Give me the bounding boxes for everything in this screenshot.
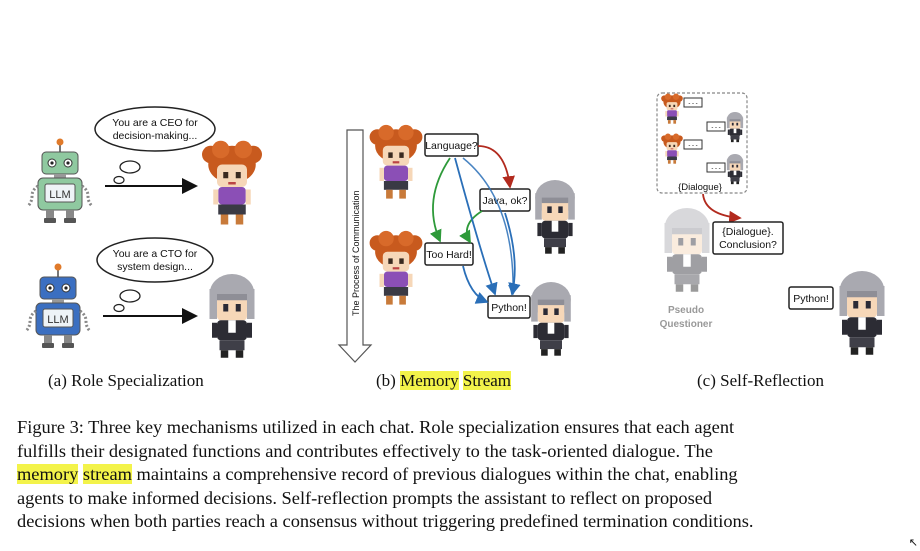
panel-c: - - - - - - - - - - - - {Dialogue} Pseud… bbox=[656, 92, 885, 355]
figure-caption: Figure 3: Three key mechanisms utilized … bbox=[17, 416, 910, 534]
assistant-agent-icon bbox=[839, 271, 885, 355]
caption-line-3: memory stream maintains a comprehensive … bbox=[17, 463, 910, 487]
arrow-green-2 bbox=[459, 210, 483, 244]
caption-b-memory: Memory bbox=[400, 371, 459, 390]
robot-label: LLM bbox=[49, 189, 70, 201]
reflection-arrow bbox=[702, 193, 742, 224]
process-arrow bbox=[337, 129, 373, 363]
panel-b: The Process of Communication Language? J… bbox=[337, 124, 575, 363]
robot-cto-icon: LLM bbox=[24, 262, 92, 350]
question-line2: Conclusion? bbox=[719, 239, 777, 251]
caption-b-stream: Stream bbox=[462, 371, 512, 390]
msg-language: Language? bbox=[424, 133, 479, 157]
bubble-cto-line1: You are a CTO for bbox=[113, 248, 198, 260]
boy-agent-top-icon bbox=[535, 180, 575, 254]
caption-memory: memory bbox=[17, 464, 79, 485]
ceo-agent-icon bbox=[202, 140, 262, 225]
arrow-blue-1 bbox=[454, 157, 498, 296]
mini-dots: - - - bbox=[711, 166, 720, 172]
bubble-ceo-line1: You are a CEO for bbox=[112, 117, 198, 129]
dialogue-tag: {Dialogue} bbox=[678, 182, 722, 193]
caption-c: (c) Self-Reflection bbox=[697, 371, 824, 390]
caption-line-5: decisions when both parties reach a cons… bbox=[17, 511, 754, 532]
bubble-cto-line2: system design... bbox=[117, 261, 193, 273]
process-axis-label: The Process of Communication bbox=[351, 190, 361, 316]
msg-too-hard: Too Hard! bbox=[424, 242, 474, 266]
arrow-blue-3 bbox=[462, 265, 489, 304]
caption-line-1: Figure 3: Three key mechanisms utilized … bbox=[17, 417, 735, 437]
mouse-cursor-icon: ↖ bbox=[908, 536, 918, 549]
thought-bubble-cto: You are a CTO for system design... bbox=[96, 237, 214, 313]
pseudo-label-line1: Pseudo bbox=[668, 305, 704, 316]
caption-line-4: agents to make informed decisions. Self-… bbox=[17, 487, 713, 508]
caption-b-prefix: (b) bbox=[376, 371, 401, 390]
mini-dots: - - - bbox=[711, 125, 720, 131]
thought-bubble-ceo: You are a CEO for decision-making... bbox=[94, 106, 216, 185]
caption-stream: stream bbox=[82, 464, 132, 485]
robot-ceo-icon: LLM bbox=[26, 137, 94, 225]
arrow-green-1 bbox=[429, 157, 451, 243]
caption-line-3-rest: maintains a comprehensive record of prev… bbox=[131, 464, 738, 485]
arrow-blue-4 bbox=[462, 157, 519, 296]
answer-text: Python! bbox=[793, 293, 829, 305]
question-line1: {Dialogue}. bbox=[722, 226, 773, 238]
figure-3: LLM LLM You are a CEO for decision-makin… bbox=[24, 92, 885, 391]
msg-too-hard-text: Too Hard! bbox=[426, 249, 472, 261]
pseudo-questioner-icon bbox=[664, 208, 710, 292]
mini-dots: - - - bbox=[688, 101, 697, 107]
panel-a: LLM LLM You are a CEO for decision-makin… bbox=[24, 106, 262, 358]
girl-agent-bottom-icon bbox=[369, 230, 423, 305]
girl-agent-top-icon bbox=[369, 124, 423, 199]
answer-bubble: Python! bbox=[788, 286, 834, 310]
caption-line-2: fulfills their designated functions and … bbox=[17, 440, 713, 461]
mini-dots: - - - bbox=[688, 143, 697, 149]
msg-python-text: Python! bbox=[491, 302, 527, 314]
bubble-ceo-line2: decision-making... bbox=[113, 130, 198, 142]
pseudo-label-line2: Questioner bbox=[660, 319, 713, 330]
robot-label: LLM bbox=[47, 314, 68, 326]
arrow-red bbox=[477, 145, 515, 189]
msg-java: Java, ok? bbox=[479, 188, 531, 212]
msg-python: Python! bbox=[487, 295, 531, 319]
caption-a: (a) Role Specialization bbox=[48, 371, 204, 390]
msg-java-text: Java, ok? bbox=[483, 195, 528, 207]
caption-b: (b) Memory Stream bbox=[376, 371, 512, 391]
question-bubble: {Dialogue}. Conclusion? bbox=[712, 221, 784, 255]
boy-agent-bottom-icon bbox=[531, 282, 571, 356]
cto-agent-icon bbox=[209, 274, 255, 358]
msg-language-text: Language? bbox=[425, 140, 478, 152]
